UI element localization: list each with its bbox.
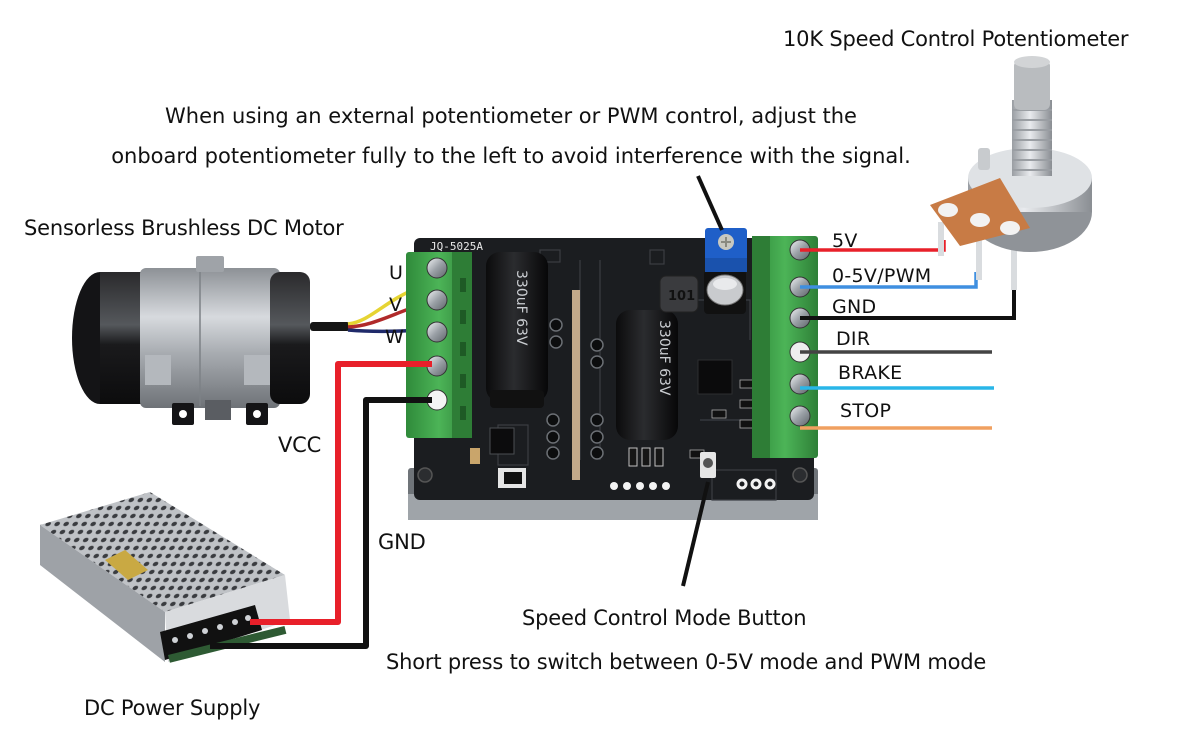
pot-pin-1 xyxy=(938,222,944,256)
onboard-pot-note-line-1: When using an external potentiometer or … xyxy=(165,104,857,128)
leader-lines xyxy=(681,175,724,587)
terminal-screw-brake xyxy=(789,373,811,395)
capacitor-1-marking: 330uF 63V xyxy=(513,270,529,346)
pot-pin-2 xyxy=(976,232,982,280)
motor-title: Sensorless Brushless DC Motor xyxy=(24,216,344,240)
gnd-wire xyxy=(210,397,432,649)
capacitor-2: 330uF 63V xyxy=(616,310,678,440)
onboard-trimmer-potentiometer xyxy=(705,228,747,272)
speed-control-mode-button[interactable] xyxy=(700,452,716,478)
pot-shaft xyxy=(1014,60,1050,110)
phase-u-label: U xyxy=(389,262,403,284)
pin-label-stop: STOP xyxy=(840,400,892,422)
capacitor-2-marking: 330uF 63V xyxy=(656,320,672,396)
motor-silver-body xyxy=(140,268,280,408)
psu-terminal-strip xyxy=(160,605,262,660)
wire-5v xyxy=(800,240,946,252)
psu-label xyxy=(105,550,148,580)
phase-w-label: W xyxy=(385,326,404,348)
pin-label-0-5v-pwm: 0-5V/PWM xyxy=(832,265,932,287)
terminal-screw-v xyxy=(426,289,448,311)
terminal-screw-stop xyxy=(789,405,811,427)
capacitor-1: 330uF 63V xyxy=(486,252,548,408)
onboard-pot-note-line-2: onboard potentiometer fully to the left … xyxy=(111,144,911,168)
control-signal-terminal-block xyxy=(752,236,818,458)
power-supply-title: DC Power Supply xyxy=(84,696,261,720)
phase-v-label: V xyxy=(389,294,402,316)
motor-power-terminal-block xyxy=(406,252,472,438)
mode-button-leader-line xyxy=(681,481,710,587)
wire-gnd xyxy=(800,288,1016,320)
external-potentiometer-image xyxy=(930,56,1092,290)
gnd-label: GND xyxy=(378,530,426,554)
copper-strip xyxy=(572,290,580,480)
power-wires xyxy=(210,361,432,649)
board-model-label: JQ-5025A xyxy=(430,240,483,253)
mode-button-description: Short press to switch between 0-5V mode … xyxy=(386,650,987,674)
pin-label-dir: DIR xyxy=(836,328,871,350)
controller-board: 330uF 63V 330uF 63V 101 JQ-5025A xyxy=(408,228,818,520)
terminal-screw-u xyxy=(426,257,448,279)
pin-label-brake: BRAKE xyxy=(838,362,903,384)
terminal-screw-w xyxy=(426,321,448,343)
pin-label-gnd: GND xyxy=(832,296,877,318)
trimmer-leader-line xyxy=(696,175,724,231)
pin-label-5v: 5V xyxy=(832,230,858,252)
svg-text:101: 101 xyxy=(668,289,695,304)
inductor: 101 xyxy=(659,275,699,313)
brushless-motor-image xyxy=(72,256,350,425)
vcc-wire xyxy=(250,361,432,625)
small-electrolytic-capacitor xyxy=(704,270,746,314)
mode-button-title: Speed Control Mode Button xyxy=(522,606,807,630)
mcu-chip xyxy=(697,359,733,395)
potentiometer-title: 10K Speed Control Potentiometer xyxy=(783,27,1129,51)
onboard-pot-note: When using an external potentiometer or … xyxy=(66,96,956,176)
dc-power-supply-image xyxy=(40,492,290,663)
pot-pin-3 xyxy=(1011,238,1017,290)
psu-top-mesh xyxy=(40,492,285,612)
vcc-label: VCC xyxy=(278,433,322,457)
